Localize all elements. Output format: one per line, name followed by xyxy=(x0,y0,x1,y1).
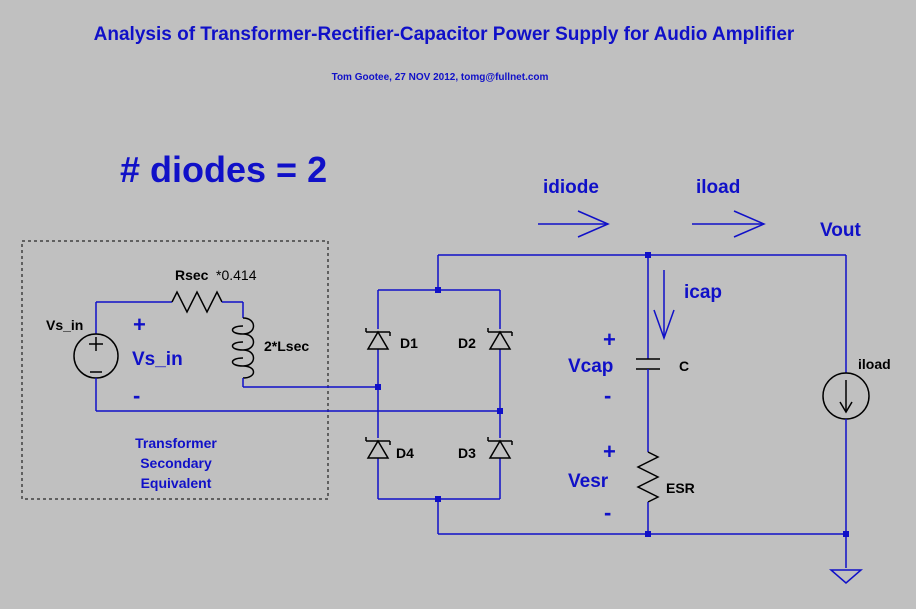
rsec-resistor-icon xyxy=(171,290,223,314)
vs-in-minus-sign: - xyxy=(133,383,140,408)
bridge-wiring xyxy=(377,254,846,535)
iload-arrow xyxy=(692,210,766,238)
diode-d1-label: D1 xyxy=(400,335,418,351)
diode-d4-icon xyxy=(365,437,391,459)
lsec-inductor-icon xyxy=(231,302,255,387)
rsec-name-label: Rsec xyxy=(175,267,209,283)
vs-in-plus-sign: + xyxy=(133,312,146,337)
transformer-label-line3: Equivalent xyxy=(141,475,212,491)
vesr-plus-sign: + xyxy=(603,439,616,464)
idiode-label: idiode xyxy=(543,177,599,198)
transformer-box xyxy=(21,240,329,500)
rsec-value-label: *0.414 xyxy=(216,267,257,283)
vcap-label: Vcap xyxy=(568,356,613,377)
cap-label: C xyxy=(679,358,689,374)
page-title: Analysis of Transformer-Rectifier-Capaci… xyxy=(94,24,795,45)
vs-in-label: Vs_in xyxy=(132,349,183,370)
load-label: iload xyxy=(858,356,891,372)
iload-current-label: iload xyxy=(696,177,740,198)
transformer-label-line2: Secondary xyxy=(140,455,212,471)
diode-d2-label: D2 xyxy=(458,335,476,351)
esr-resistor-icon xyxy=(636,451,660,503)
vesr-minus-sign: - xyxy=(604,500,611,525)
current-source-icon xyxy=(822,372,870,420)
diode-d4-label: D4 xyxy=(396,445,414,461)
junction-dots xyxy=(375,252,849,537)
diode-d1-icon xyxy=(365,328,391,350)
vesr-label: Vesr xyxy=(568,471,609,492)
vout-label: Vout xyxy=(820,220,861,241)
idiode-arrow xyxy=(538,210,610,238)
diode-d2-icon xyxy=(487,328,513,350)
icap-arrow xyxy=(653,270,675,341)
esr-label: ESR xyxy=(666,480,695,496)
icap-label: icap xyxy=(684,282,722,303)
lsec-label: 2*Lsec xyxy=(264,338,309,354)
diodes-count-label: # diodes = 2 xyxy=(120,149,327,190)
diode-d3-label: D3 xyxy=(458,445,476,461)
diode-d3-icon xyxy=(487,437,513,459)
capacitor-icon xyxy=(636,358,660,370)
vcap-plus-sign: + xyxy=(603,327,616,352)
transformer-label-line1: Transformer xyxy=(135,435,217,451)
source-name-label: Vs_in xyxy=(46,317,83,333)
ground-icon xyxy=(828,569,864,584)
page-subtitle: Tom Gootee, 27 NOV 2012, tomg@fullnet.co… xyxy=(332,72,549,83)
voltage-source-icon xyxy=(73,302,119,411)
vcap-minus-sign: - xyxy=(604,383,611,408)
